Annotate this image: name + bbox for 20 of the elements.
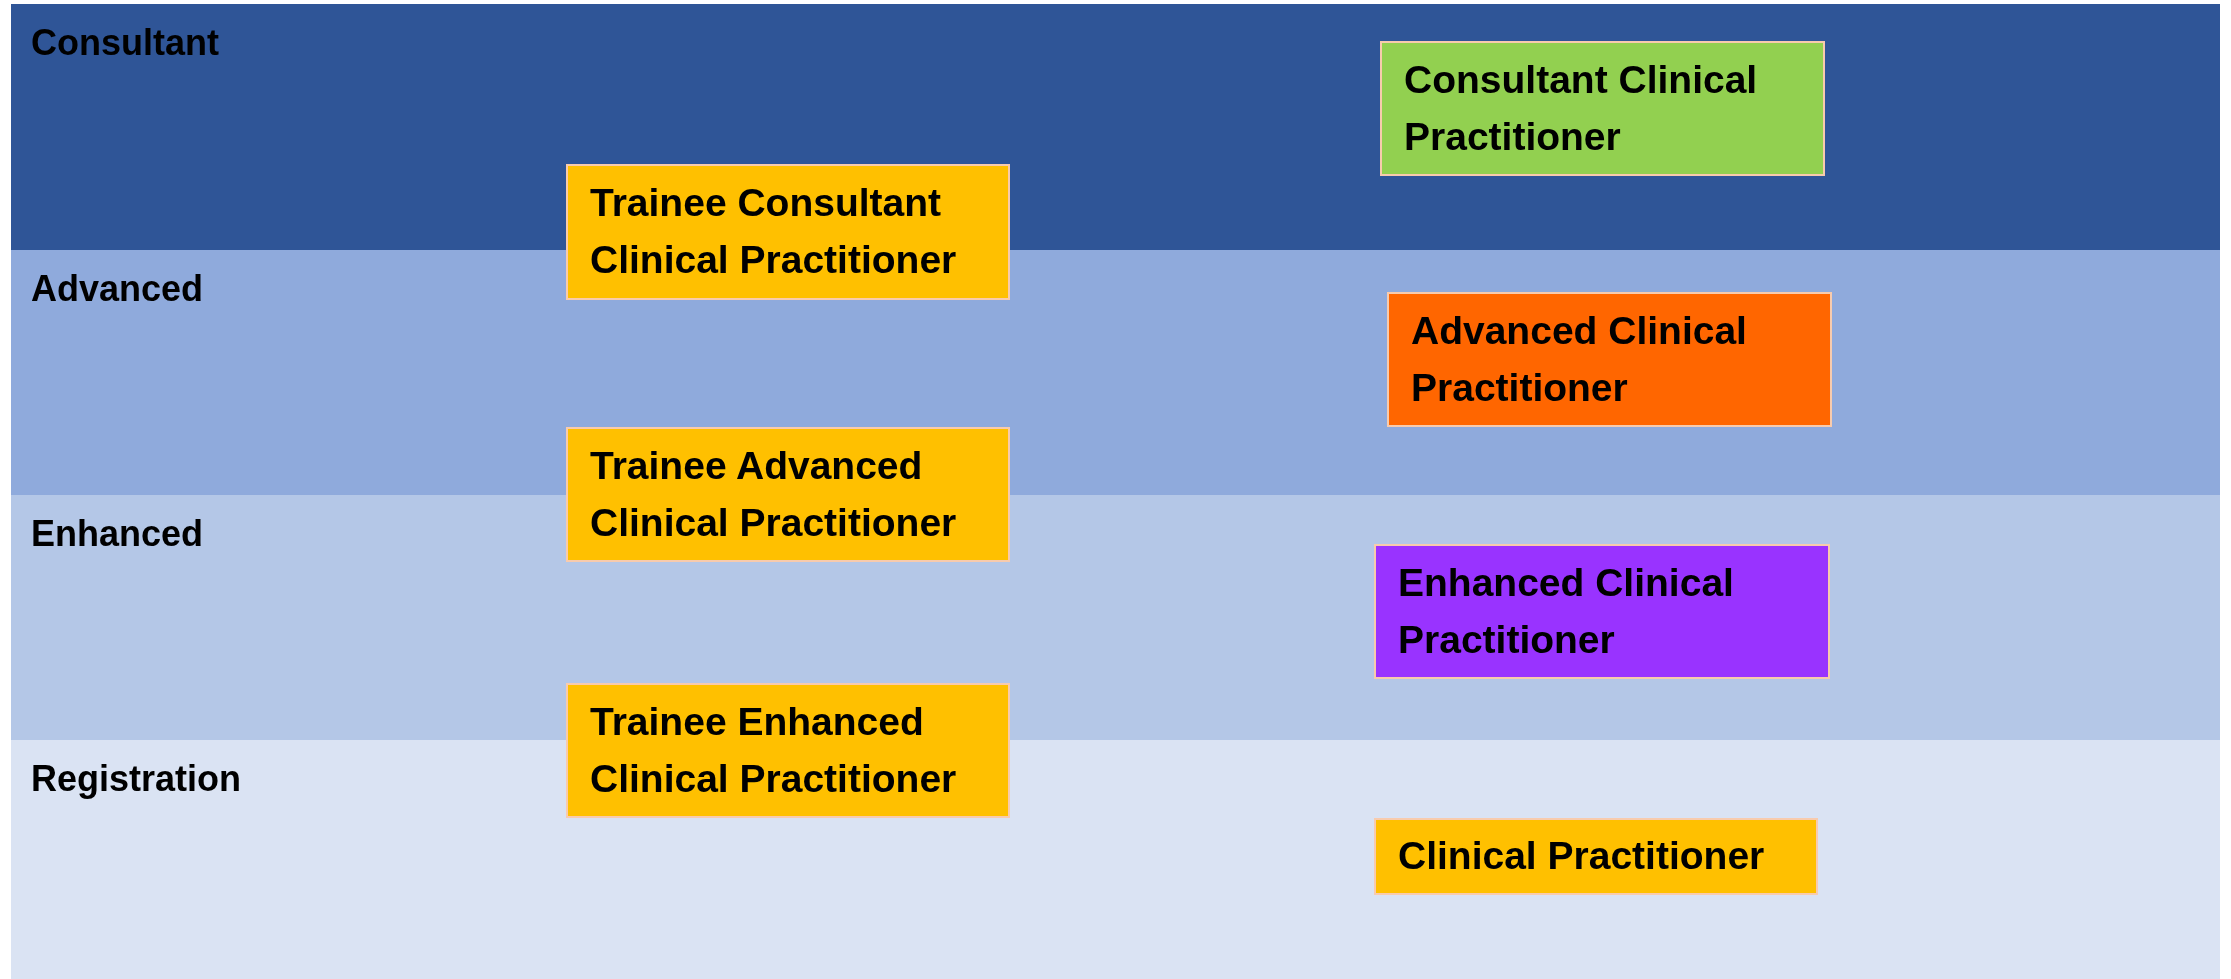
role-box (1374, 544, 1830, 679)
level-label: Advanced (31, 268, 204, 310)
level-label: Consultant (31, 22, 219, 64)
role-box (566, 164, 1010, 300)
role-box (566, 427, 1010, 562)
level-label: Registration (31, 758, 242, 800)
role-box (1387, 292, 1832, 427)
role-box (566, 683, 1010, 818)
role-box (1374, 818, 1818, 895)
level-band (11, 495, 2220, 740)
role-label: Consultant Clinical Practitioner (1404, 56, 1759, 160)
level-band (11, 740, 2220, 979)
role-label: Trainee Advanced Clinical Practitioner (590, 442, 958, 546)
role-box (1380, 41, 1825, 176)
role-label: Trainee Enhanced Clinical Practitioner (590, 698, 958, 802)
role-label: Enhanced Clinical Practitioner (1398, 559, 1735, 663)
role-label: Clinical Practitioner (1398, 833, 1765, 880)
role-label: Advanced Clinical Practitioner (1411, 307, 1748, 411)
level-label: Enhanced (31, 513, 204, 555)
role-label: Trainee Consultant Clinical Practitioner (590, 180, 958, 283)
